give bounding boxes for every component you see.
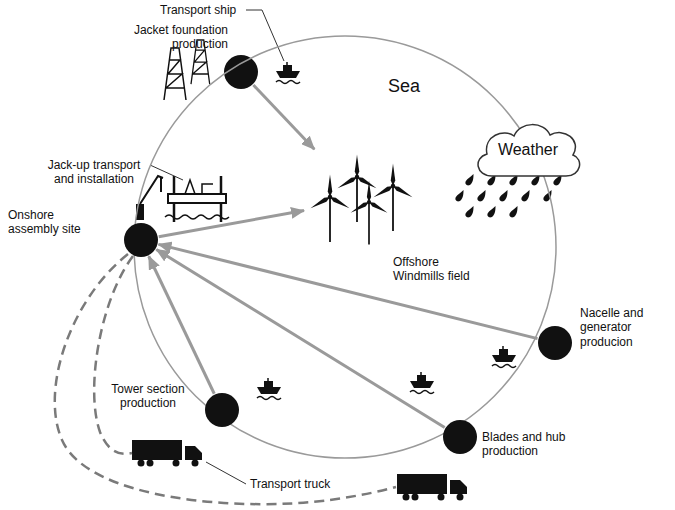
ship-icon — [410, 372, 434, 394]
sea-outline — [134, 36, 556, 458]
annotation-label: Transport ship — [160, 3, 260, 17]
transport-arrow — [253, 85, 314, 149]
transport-arrow — [149, 256, 215, 394]
weather-cloud: Weather — [472, 118, 584, 180]
truck-icon — [397, 474, 467, 501]
jacket-icon — [164, 48, 186, 100]
windmill-icon — [309, 175, 350, 243]
node-label: Tower section production — [100, 382, 196, 411]
truck-route — [94, 256, 133, 454]
leader-line — [246, 10, 284, 61]
annotation-label: Jack-up transport and installation — [38, 158, 150, 187]
production-site: Jacket foundation production — [113, 23, 258, 89]
ship-icon — [257, 378, 281, 400]
node-label: Weather — [472, 140, 584, 159]
transport-arrow — [159, 211, 304, 237]
jackup-icon — [165, 176, 229, 222]
node-label: Onshore assembly site — [8, 208, 90, 237]
windmill-icon — [372, 164, 413, 232]
truck-icon — [132, 440, 202, 467]
node-label: Offshore Windmills field — [393, 255, 488, 284]
annotation-label: Transport truck — [250, 477, 350, 491]
node-label: Blades and hub production — [482, 430, 577, 459]
site-dot — [205, 393, 239, 427]
production-site: Tower section production — [100, 382, 239, 427]
node-label: Sea — [388, 76, 448, 98]
leader-line — [206, 462, 246, 484]
sea-region: SeaWeatherOffshore Windmills field — [133, 35, 584, 459]
rain-drops — [454, 172, 564, 218]
assembly-site: Onshore assembly site — [8, 208, 158, 257]
ship-icon — [276, 62, 300, 84]
ship-icon — [492, 346, 516, 368]
windmill-icon — [336, 155, 377, 223]
windfarm-node: Offshore Windmills field — [305, 150, 488, 284]
site-dot — [443, 420, 477, 454]
site-dot — [124, 223, 158, 257]
site-dot — [224, 55, 258, 89]
site-dot — [538, 326, 572, 360]
windmill-group — [305, 150, 420, 250]
site-dot — [443, 420, 477, 454]
site-dot — [224, 55, 258, 89]
production-site: Nacelle and generator producion — [538, 306, 670, 360]
site-dot — [205, 393, 239, 427]
node-label: Nacelle and generator producion — [580, 306, 670, 349]
node-label: Jacket foundation production — [113, 23, 228, 52]
site-dot — [538, 326, 572, 360]
windmill-icon — [350, 181, 389, 245]
production-site: Blades and hub production — [443, 420, 577, 459]
leader-line — [150, 165, 183, 180]
transport-arrow — [158, 244, 537, 338]
site-dot — [124, 223, 158, 257]
sea-outline — [133, 35, 557, 459]
